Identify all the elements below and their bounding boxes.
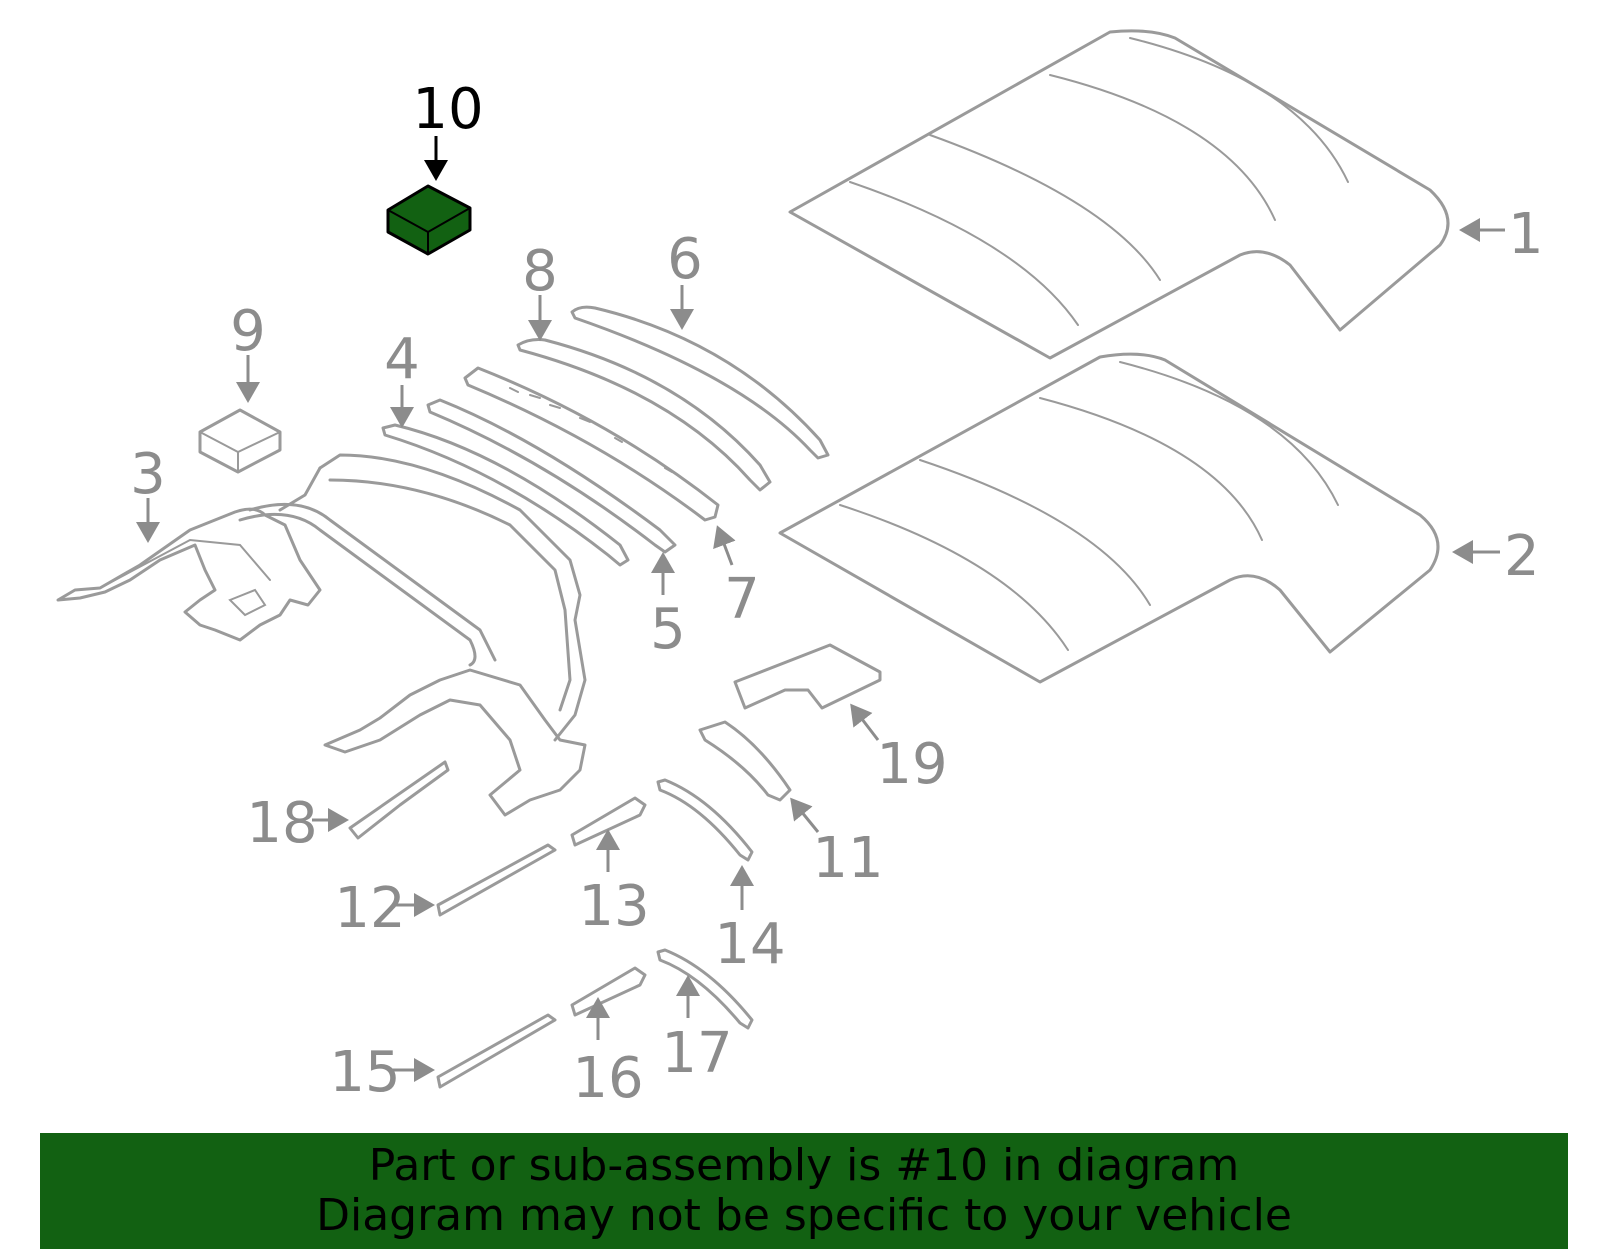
part-7-trim-strip[interactable] (463, 366, 720, 522)
part-10-highlighted-module[interactable] (386, 184, 472, 256)
callout-3: 3 (130, 442, 166, 507)
callout-9: 9 (230, 299, 266, 364)
callout-11: 11 (812, 826, 883, 891)
callout-10: 10 (412, 77, 483, 142)
part-14-molding[interactable] (656, 778, 754, 862)
callout-16: 16 (572, 1046, 643, 1111)
part-6-trim-strip[interactable] (570, 305, 830, 460)
part-3-side-rail[interactable] (56, 507, 322, 642)
leader-lines (136, 136, 1505, 1082)
part-11-molding[interactable] (698, 720, 792, 802)
part-17-molding[interactable] (656, 948, 754, 1030)
callout-2: 2 (1504, 524, 1540, 589)
part-9-module-box[interactable] (198, 408, 282, 474)
main-frame-assembly[interactable] (238, 453, 587, 817)
callout-6: 6 (667, 227, 703, 292)
callout-7: 7 (724, 567, 760, 632)
callout-17: 17 (661, 1021, 732, 1086)
callout-labels: 10 1 2 3 4 9 8 6 5 7 19 11 14 13 12 18 1… (130, 77, 1543, 1111)
callout-1: 1 (1508, 202, 1544, 267)
callout-13: 13 (578, 874, 649, 939)
part-4-bow-seal[interactable] (381, 423, 630, 567)
callout-18: 18 (246, 791, 317, 856)
part-19-panel[interactable] (733, 643, 882, 710)
part-8-trim-strip[interactable] (516, 338, 772, 492)
part-5-bow-seal[interactable] (426, 398, 677, 554)
part-1-top-cover[interactable] (788, 29, 1450, 360)
callout-5: 5 (650, 597, 686, 662)
callout-12: 12 (334, 876, 405, 941)
part-18-bracket[interactable] (348, 760, 450, 840)
banner-line-1: Part or sub-assembly is #10 in diagram (368, 1140, 1240, 1191)
info-banner: Part or sub-assembly is #10 in diagram D… (40, 1133, 1568, 1249)
part-13-molding[interactable] (570, 796, 647, 847)
callout-15: 15 (329, 1040, 400, 1105)
part-16-molding[interactable] (570, 966, 647, 1017)
callout-14: 14 (714, 912, 785, 977)
callout-19: 19 (876, 732, 947, 797)
callout-4: 4 (384, 327, 420, 392)
callout-8: 8 (522, 239, 558, 304)
part-15-strip[interactable] (436, 1013, 557, 1089)
part-2-top-cover[interactable] (778, 352, 1440, 684)
part-12-strip[interactable] (436, 843, 557, 917)
banner-line-2: Diagram may not be specific to your vehi… (316, 1190, 1292, 1241)
